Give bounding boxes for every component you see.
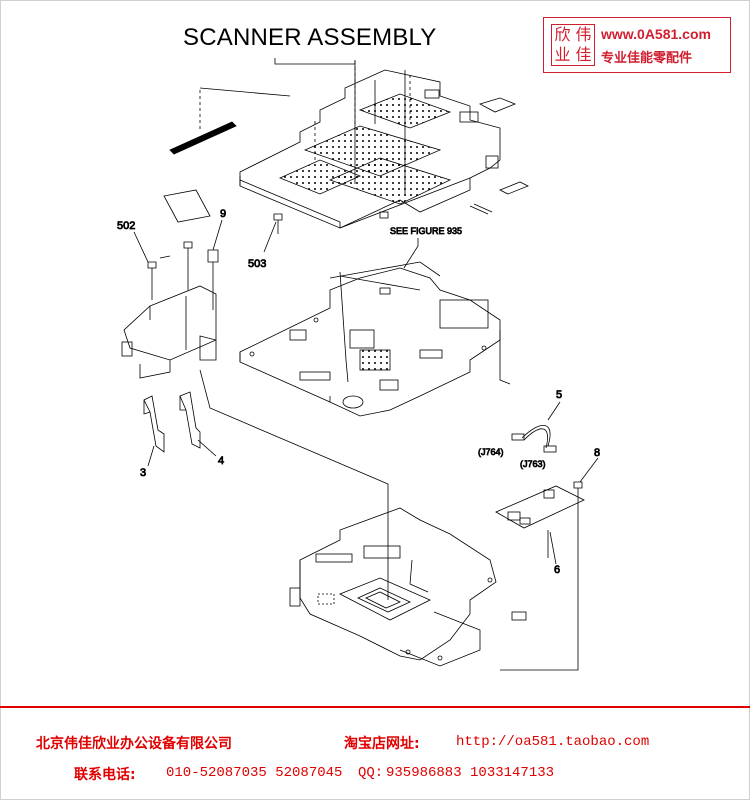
footer-qq: 935986883 1033147133 [386, 765, 555, 781]
footer-contact-label: 联系电话: [74, 767, 136, 783]
part-5-cable [511, 424, 557, 453]
scanner-base-frame [289, 507, 527, 667]
logo-char: 欣 [554, 25, 571, 44]
part-3-bracket [143, 395, 165, 453]
part-6-pcb [495, 485, 585, 529]
connector-j764-label: (J764) [478, 447, 504, 457]
callout-503: 503 [248, 258, 266, 270]
footer-shop-label: 淘宝店网址: [344, 736, 420, 752]
logo-char: 伟 [575, 25, 592, 44]
logo-mark: 欣 伟 业 佳 [551, 24, 595, 66]
footer-company: 北京伟佳欣业办公设备有限公司 [36, 736, 232, 752]
scanner-top-cover [239, 69, 529, 229]
part-4-bracket [179, 391, 201, 449]
left-bracket [121, 189, 217, 379]
glass-strip [169, 121, 237, 155]
callout-4: 4 [218, 455, 224, 467]
logo-char: 佳 [575, 45, 592, 64]
callout-5: 5 [556, 389, 562, 401]
callout-6: 6 [554, 564, 560, 576]
connector-j763-label: (J763) [520, 459, 546, 469]
see-figure-note: SEE FIGURE 935 [390, 226, 462, 236]
callout-502: 502 [117, 220, 135, 232]
footer-shop-url[interactable]: http://oa581.taobao.com [456, 734, 650, 750]
leader-lines-top [199, 60, 411, 160]
exploded-parts-diagram: 502 9 503 3 4 5 8 6 SEE FIGURE 935 (J764… [117, 58, 601, 671]
assembly-leader-lines [199, 271, 579, 671]
screw-9 [207, 249, 219, 310]
page-title: SCANNER ASSEMBLY [183, 24, 437, 51]
callout-8: 8 [594, 447, 600, 459]
logo-char: 业 [554, 45, 571, 64]
logo-slogan: 专业佳能零配件 [601, 51, 693, 66]
callout-leaders [133, 219, 599, 565]
main-controller-board [239, 261, 501, 417]
screw-502 [147, 261, 157, 300]
screw-8 [573, 481, 583, 500]
brand-logo: 欣 伟 业 佳 www.0A581.com 专业佳能零配件 [543, 17, 731, 73]
screw-503 [273, 213, 283, 234]
footer-phones: 010-52087035 52087045 [166, 765, 343, 781]
footer-qq-label: QQ: [358, 765, 384, 781]
callout-9: 9 [220, 208, 226, 220]
logo-url: www.0A581.com [601, 26, 711, 42]
footer-divider [0, 706, 750, 708]
screw-center [183, 241, 193, 290]
callout-3: 3 [140, 467, 146, 479]
leader-lines-solid [199, 58, 406, 196]
